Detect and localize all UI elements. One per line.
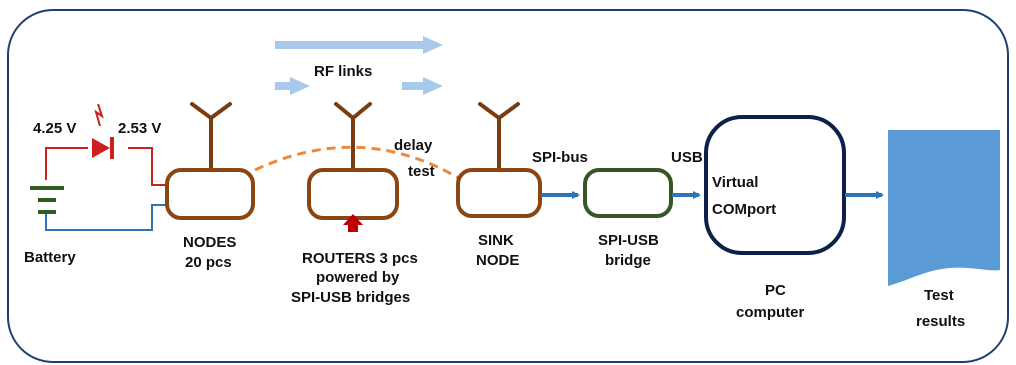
outer-frame bbox=[7, 9, 1009, 363]
router-box bbox=[307, 168, 399, 220]
spi-usb-bridge-box bbox=[583, 168, 673, 218]
battery-icon bbox=[30, 186, 64, 214]
battery-label: Battery bbox=[24, 249, 76, 266]
sink-label-line2: NODE bbox=[476, 252, 519, 269]
routers-label-line2: powered by bbox=[316, 269, 400, 286]
antenna-icon bbox=[334, 102, 372, 172]
results-label-line1: Test bbox=[924, 287, 954, 304]
nodes-label-line2: 20 pcs bbox=[185, 254, 232, 271]
voltage-out-label: 2.53 V bbox=[118, 120, 161, 137]
rf-arrow-left bbox=[275, 77, 310, 95]
led-diode-icon bbox=[88, 103, 128, 159]
delay-label-line2: test bbox=[408, 163, 435, 180]
rf-arrow-right bbox=[402, 77, 443, 95]
pc-label-line2: computer bbox=[736, 304, 805, 321]
antenna-icon bbox=[478, 102, 520, 172]
voltage-in-label: 4.25 V bbox=[33, 120, 76, 137]
light-spark-icon bbox=[94, 103, 104, 127]
routers-label-line3: SPI-USB bridges bbox=[291, 289, 410, 306]
rf-link-arrows bbox=[275, 36, 443, 95]
results-label-line2: results bbox=[916, 313, 965, 330]
delay-label-line1: delay bbox=[394, 137, 433, 154]
pc-label-line1: PC bbox=[765, 282, 786, 299]
bridge-label-line2: bridge bbox=[605, 252, 651, 269]
red-wire bbox=[45, 147, 168, 186]
sink-label-line1: SINK bbox=[478, 232, 514, 249]
virtual-comport-line1: Virtual bbox=[712, 174, 758, 191]
antenna-icon bbox=[190, 102, 232, 172]
virtual-comport-line2: COMport bbox=[712, 201, 776, 218]
blue-wire bbox=[45, 204, 168, 231]
spi-bus-label: SPI-bus bbox=[532, 149, 588, 166]
node-box bbox=[165, 168, 255, 220]
sink-node-box bbox=[456, 168, 542, 218]
document-icon bbox=[888, 130, 1000, 286]
rf-arrow-top bbox=[275, 36, 443, 54]
router-power-arrow bbox=[343, 214, 363, 232]
rf-links-label: RF links bbox=[314, 63, 372, 80]
delay-test-link bbox=[254, 145, 463, 182]
routers-label-line1: ROUTERS 3 pcs bbox=[302, 250, 418, 267]
pc-box bbox=[704, 115, 846, 255]
battery-circuit bbox=[30, 103, 168, 231]
nodes-label-line1: NODES bbox=[183, 234, 236, 251]
usb-label: USB bbox=[671, 149, 703, 166]
bridge-label-line1: SPI-USB bbox=[598, 232, 659, 249]
